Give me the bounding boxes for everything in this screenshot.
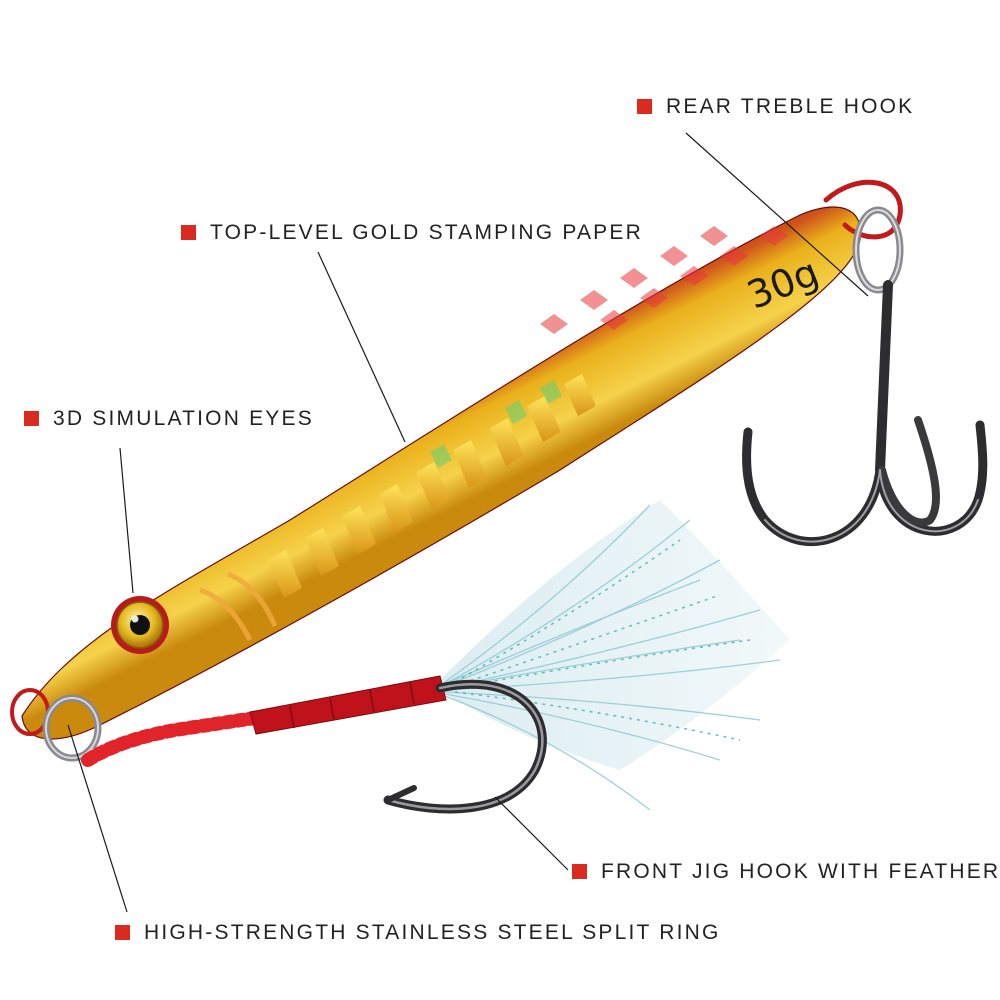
leader-lines bbox=[67, 132, 869, 913]
callout-marker bbox=[572, 864, 587, 879]
assist-cord bbox=[81, 675, 447, 767]
callout-label: 3D SIMULATION EYES bbox=[53, 407, 314, 430]
callout-front-jig-hook: FRONT JIG HOOK WITH FEATHER bbox=[572, 861, 1000, 882]
callout-marker bbox=[637, 99, 652, 114]
rear-treble-hook bbox=[742, 179, 988, 546]
callout-label: HIGH-STRENGTH STAINLESS STEEL SPLIT RING bbox=[144, 921, 721, 944]
jig-body: 30g bbox=[21, 206, 862, 740]
callout-label: REAR TREBLE HOOK bbox=[666, 95, 915, 118]
feather-skirt bbox=[440, 500, 790, 811]
front-split-ring bbox=[10, 688, 102, 762]
callout-split-ring: HIGH-STRENGTH STAINLESS STEEL SPLIT RING bbox=[115, 922, 721, 943]
callout-marker bbox=[115, 925, 130, 940]
callout-simulation-eyes: 3D SIMULATION EYES bbox=[24, 408, 314, 429]
simulation-eye bbox=[111, 596, 169, 654]
front-jig-hook bbox=[383, 679, 547, 814]
callout-label: TOP-LEVEL GOLD STAMPING PAPER bbox=[210, 221, 643, 244]
callout-rear-treble-hook: REAR TREBLE HOOK bbox=[637, 96, 914, 117]
callout-label: FRONT JIG HOOK WITH FEATHER bbox=[601, 860, 1000, 883]
callout-marker bbox=[181, 225, 196, 240]
callout-gold-stamping-paper: TOP-LEVEL GOLD STAMPING PAPER bbox=[181, 222, 643, 243]
callout-marker bbox=[24, 411, 39, 426]
